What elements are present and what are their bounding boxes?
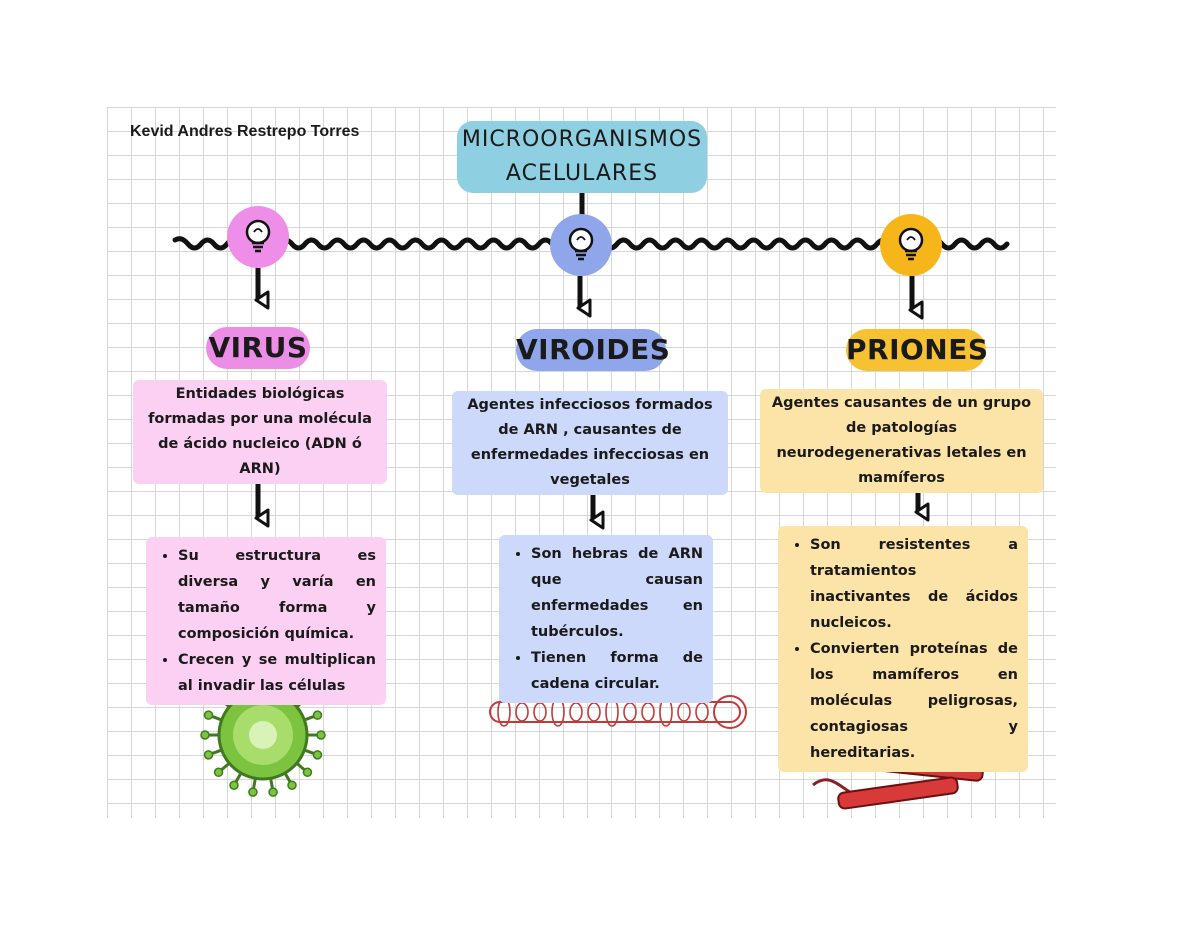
lightbulb-icon	[898, 227, 924, 261]
category-priones: PRIONES	[846, 329, 988, 371]
list-item: Convierten proteínas de los mamíferos en…	[810, 636, 1018, 766]
main-title-line2: ACELULARES	[505, 161, 659, 186]
description-virus: Entidades biológicas formadas por una mo…	[133, 380, 387, 484]
lightbulb-icon	[568, 227, 594, 261]
category-viroides: VIROIDES	[516, 329, 670, 371]
details-viroides: Son hebras de ARN que causan enfermedade…	[499, 535, 713, 703]
author-name: Kevid Andres Restrepo Torres	[130, 123, 360, 140]
lightbulb-icon	[245, 219, 271, 253]
description-viroides: Agentes infecciosos formados de ARN , ca…	[452, 391, 728, 495]
main-title-line1: MICROORGANISMOS	[461, 127, 703, 152]
details-virus: Su estructura es diversa y varía en tama…	[146, 537, 386, 705]
list-item: Tienen forma de cadena circular.	[531, 645, 703, 697]
bulb-priones	[880, 214, 942, 276]
list-item: Crecen y se multiplican al invadir las c…	[178, 647, 376, 699]
list-item: Son hebras de ARN que causan enfermedade…	[531, 541, 703, 645]
description-priones: Agentes causantes de un grupo de patolog…	[760, 389, 1043, 493]
bulb-virus	[227, 206, 289, 268]
bulb-viroides	[550, 214, 612, 276]
category-virus: VIRUS	[206, 327, 310, 369]
details-priones: Son resistentes a tratamientos inactivan…	[778, 526, 1028, 772]
list-item: Su estructura es diversa y varía en tama…	[178, 543, 376, 647]
main-title: MICROORGANISMOS ACELULARES	[457, 121, 707, 193]
list-item: Son resistentes a tratamientos inactivan…	[810, 532, 1018, 636]
